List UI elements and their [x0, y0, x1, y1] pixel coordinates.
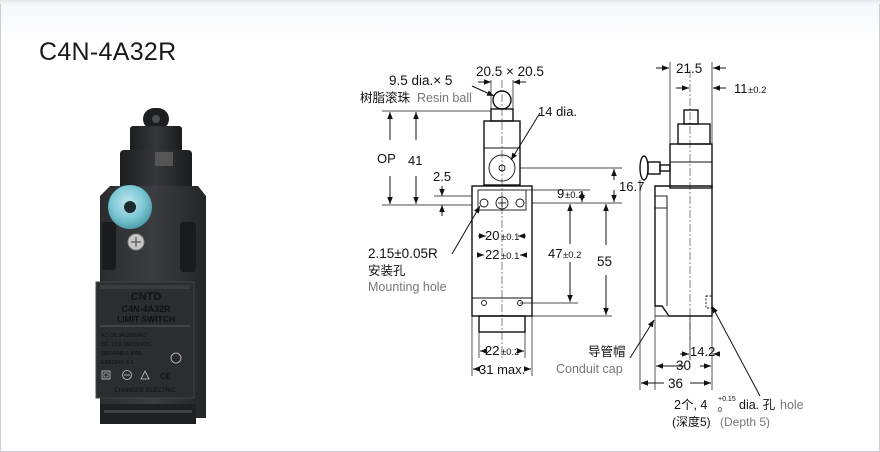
tol-d11: ±0.2 [748, 85, 766, 96]
label-spec-en: EN60947-5-1 [101, 360, 134, 366]
mount-label-en: Mounting hole [368, 280, 447, 294]
dim-roller-dia: 9.5 dia.× 5 [389, 73, 452, 88]
dim-d9: 9 [557, 186, 564, 201]
front-view: 20.5 × 20.5 9.5 dia.× 5 树脂滚珠 Resin ball … [360, 64, 644, 377]
double-insulation-icon [101, 370, 111, 380]
side-view: 21.5 11 ±0.2 14.2 30 36 导管帽 Conduit cap … [556, 61, 804, 429]
model-title: C4N-4A32R [39, 38, 177, 66]
mount-label-cn: 安装孔 [368, 263, 406, 278]
hole-dia-label: dia. 孔 [739, 398, 776, 412]
label-maker: CHANGDE ELECTRIC [114, 388, 176, 394]
dim-d30: 30 [676, 358, 691, 373]
dim-d20: 20 [485, 228, 499, 243]
ccc-mark-icon [170, 352, 182, 364]
label-spec-ac: AC-15 3A/250VAC [101, 333, 146, 339]
dim-hole-14: 14 dia. [538, 104, 577, 119]
dim-h41: 41 [408, 153, 422, 168]
label-type: LIMIT SWITCH [117, 314, 175, 324]
resin-label-en: Resin ball [417, 91, 472, 105]
label-spec-dc: DC-13 0.3A/220VDC [101, 342, 152, 348]
dim-d22b: 22 [485, 343, 499, 358]
tol-d22b: ±0.2 [501, 347, 519, 358]
hole-prefix: 2个, 4 [674, 398, 707, 412]
label-model: C4N-4A32R [121, 304, 171, 314]
hole-tol-sup: +0.15 [718, 396, 736, 403]
dim-d47: 47 [548, 246, 562, 261]
dim-w21-5: 21.5 [676, 61, 702, 76]
ce-mark-icon: CE [160, 372, 172, 381]
tol-d9: ±0.2 [565, 190, 583, 201]
dim-d22a: 22 [485, 247, 499, 262]
frame-top-band [0, 0, 880, 4]
resin-label-cn: 树脂滚珠 [360, 90, 411, 105]
tol-d22a: ±0.1 [501, 251, 519, 262]
dim-h2-5: 2.5 [433, 169, 451, 184]
tol-d47: ±0.2 [563, 250, 581, 261]
warning-triangle-icon [140, 370, 150, 380]
dim-mount-r: 2.15±0.05R [368, 246, 438, 261]
conduit-label-en: Conduit cap [556, 362, 623, 376]
dim-d36: 36 [668, 376, 683, 391]
product-photo: CNTD C4N-4A32R LIMIT SWITCH AC-15 3A/250… [95, 108, 206, 424]
conduit-label-cn: 导管帽 [588, 344, 626, 359]
minus-circle-icon [122, 370, 132, 380]
dim-d14-2: 14.2 [690, 344, 715, 359]
hole-label-en: hole [780, 398, 804, 412]
dim-h55: 55 [597, 254, 612, 269]
tol-d20: ±0.1 [501, 232, 519, 243]
dim-d11: 11 [734, 81, 748, 96]
svg-text:CCC: CCC [172, 357, 180, 361]
label-brand: CNTD [131, 291, 162, 303]
label-spec-std: GB14048.5 IP66 [101, 351, 142, 357]
hole-tol-sub: 0 [718, 407, 722, 414]
dim-op: OP [377, 151, 396, 166]
dim-h16-7: 16.7 [619, 179, 644, 194]
dim-d31: 31 max. [479, 362, 525, 377]
depth-label-en: (Depth 5) [720, 415, 770, 429]
dim-top-width: 20.5 × 20.5 [476, 64, 544, 79]
depth-label-cn: (深度5) [672, 414, 711, 429]
